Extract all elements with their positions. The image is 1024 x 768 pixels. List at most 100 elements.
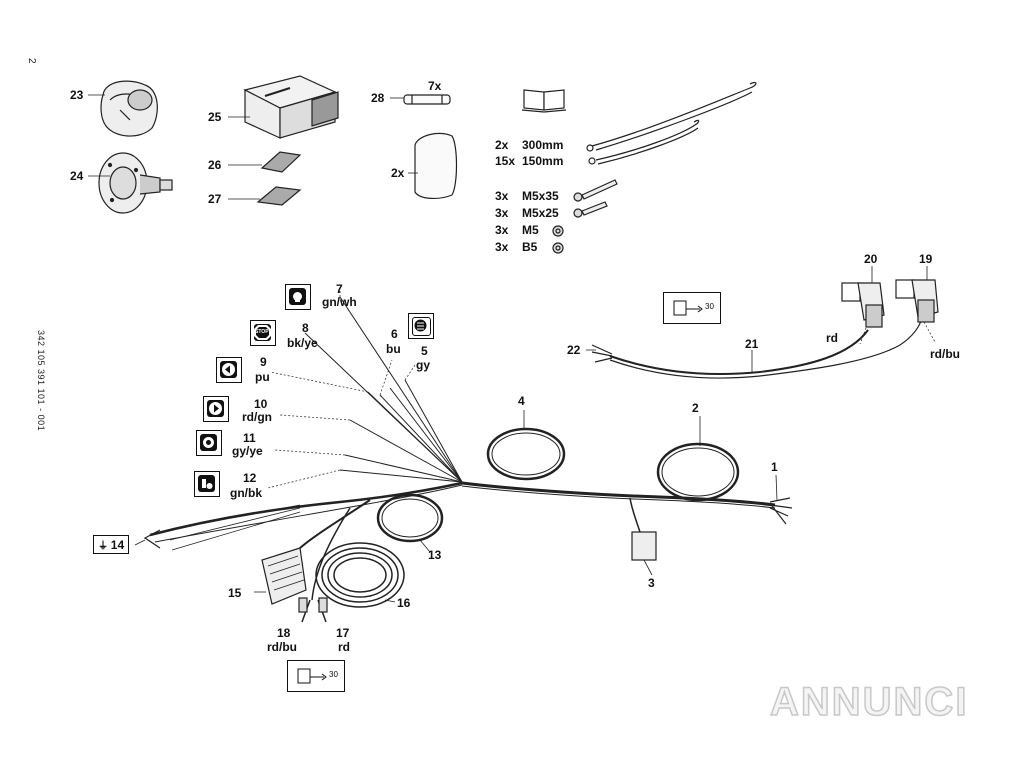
part-4-label: 4 bbox=[518, 394, 525, 408]
wire-7-color: gn/wh bbox=[322, 295, 357, 309]
part-16-label: 16 bbox=[397, 596, 411, 610]
wire-10-color: rd/gn bbox=[242, 410, 272, 424]
ground-icon: ⏚ bbox=[98, 541, 111, 552]
wire-6-number: 6 bbox=[391, 327, 398, 341]
part-24-label: 24 bbox=[70, 169, 84, 183]
part-1-label: 1 bbox=[771, 460, 778, 474]
wire-11-color: gy/ye bbox=[232, 444, 263, 458]
watermark-logo: ANNUNCI bbox=[769, 679, 969, 725]
part-25-label: 25 bbox=[208, 110, 222, 124]
part-28-label: 28 bbox=[371, 91, 385, 105]
wire-12-line bbox=[339, 469, 463, 483]
plate-27-part bbox=[256, 186, 302, 206]
wire-18-number: 18 bbox=[277, 626, 291, 640]
hardware-spec-2: 150mm bbox=[522, 154, 564, 168]
wire-9-number: 9 bbox=[260, 355, 267, 369]
reverse-light-icon bbox=[414, 319, 427, 332]
part-15-label: 15 bbox=[228, 586, 242, 600]
wire-8-color: bk/ye bbox=[287, 336, 318, 350]
connector-19 bbox=[895, 279, 939, 323]
wire-8-number: 8 bbox=[302, 321, 309, 335]
reverse-light-symbol bbox=[408, 313, 434, 339]
terminal-30-badge-upper: 30 bbox=[663, 292, 721, 324]
ground-14-box: ⏚ 14 bbox=[93, 535, 130, 554]
part-20-label: 20 bbox=[864, 252, 878, 266]
hardware-qty-1: 2x bbox=[495, 138, 509, 152]
wire-18-color: rd/bu bbox=[267, 640, 297, 654]
left-arrow-icon bbox=[222, 363, 235, 376]
wire-6-color: bu bbox=[386, 342, 401, 356]
terminal-30-text: 30 bbox=[329, 670, 338, 679]
hardware-spec-6: B5 bbox=[522, 240, 538, 254]
hardware-qty-3: 3x bbox=[495, 189, 509, 203]
gasket-part bbox=[414, 132, 458, 199]
part-14-label: 14 bbox=[110, 538, 125, 552]
wire-12-color: gn/bk bbox=[230, 486, 262, 500]
part-23-label: 23 bbox=[70, 88, 84, 102]
terminal-30-badge-lower: 30 bbox=[287, 660, 345, 692]
harness-trunk bbox=[461, 481, 776, 507]
left-indicator-symbol bbox=[216, 357, 242, 383]
hardware-qty-4: 3x bbox=[495, 206, 509, 220]
document-code: 342 105 391 101 - 001 bbox=[36, 330, 46, 432]
cable-tie-150mm-part bbox=[595, 119, 700, 161]
part-2-label: 2 bbox=[692, 401, 699, 415]
page-number: 2 bbox=[26, 58, 37, 65]
wire-9-line bbox=[367, 391, 463, 483]
cable-tie-300mm-part bbox=[591, 81, 757, 147]
wire-9-color: pu bbox=[255, 370, 270, 384]
wire-19-color: rd/bu bbox=[930, 347, 960, 361]
terminal-30-text: 30 bbox=[705, 302, 714, 311]
plate-26-part bbox=[260, 151, 302, 173]
hardware-spec-5: M5 bbox=[522, 223, 539, 237]
fuse-qty-label: 7x bbox=[428, 79, 442, 93]
part-22-label: 22 bbox=[567, 343, 581, 357]
part-13-label: 13 bbox=[428, 548, 442, 562]
fog-light-symbol bbox=[285, 284, 311, 310]
connector-20 bbox=[841, 282, 885, 328]
terminal-18 bbox=[298, 597, 308, 613]
wire-10-line bbox=[349, 419, 463, 483]
fog-light-icon bbox=[293, 292, 302, 302]
tail-light-symbol bbox=[196, 430, 222, 456]
hardware-spec-3: M5x35 bbox=[522, 189, 559, 203]
wire-11-line bbox=[344, 454, 463, 483]
socket-base-part bbox=[98, 152, 173, 214]
fuse-part bbox=[403, 94, 451, 105]
hardware-spec-1: 300mm bbox=[522, 138, 564, 152]
washer-b5-part bbox=[552, 242, 564, 254]
wire-6-line bbox=[389, 387, 463, 483]
screw-m5x25-part bbox=[573, 201, 608, 218]
wire-20-color: rd bbox=[826, 331, 838, 345]
part-19-label: 19 bbox=[919, 252, 933, 266]
gasket-qty-label: 2x bbox=[391, 166, 405, 180]
coil-16 bbox=[315, 542, 405, 608]
wire-17-color: rd bbox=[338, 640, 350, 654]
connector-3 bbox=[631, 531, 657, 561]
part-3-label: 3 bbox=[648, 576, 655, 590]
tail-light-right-symbol bbox=[194, 471, 220, 497]
wire-5-line bbox=[404, 379, 463, 483]
terminal-icon bbox=[673, 300, 703, 316]
socket-housing-part bbox=[100, 80, 158, 137]
stop-icon bbox=[254, 325, 271, 340]
nut-m5-part bbox=[552, 225, 564, 237]
hardware-qty-5: 3x bbox=[495, 223, 509, 237]
tail-light-icon bbox=[203, 437, 214, 448]
connector-15 bbox=[261, 547, 307, 605]
hardware-spec-4: M5x25 bbox=[522, 206, 559, 220]
wire-7-line bbox=[339, 296, 463, 483]
wire-5-number: 5 bbox=[421, 344, 428, 358]
part-26-label: 26 bbox=[208, 158, 222, 172]
stop-light-symbol: STOP bbox=[250, 320, 276, 346]
control-module-part bbox=[243, 75, 339, 139]
wire-7-number: 7 bbox=[336, 282, 343, 296]
part-27-label: 27 bbox=[208, 192, 222, 206]
right-indicator-symbol bbox=[203, 396, 229, 422]
terminal-icon bbox=[297, 668, 327, 684]
coil-13 bbox=[376, 493, 444, 543]
cable-21 bbox=[609, 329, 869, 376]
hardware-qty-2: 15x bbox=[495, 154, 516, 168]
wire-17-number: 17 bbox=[336, 626, 350, 640]
